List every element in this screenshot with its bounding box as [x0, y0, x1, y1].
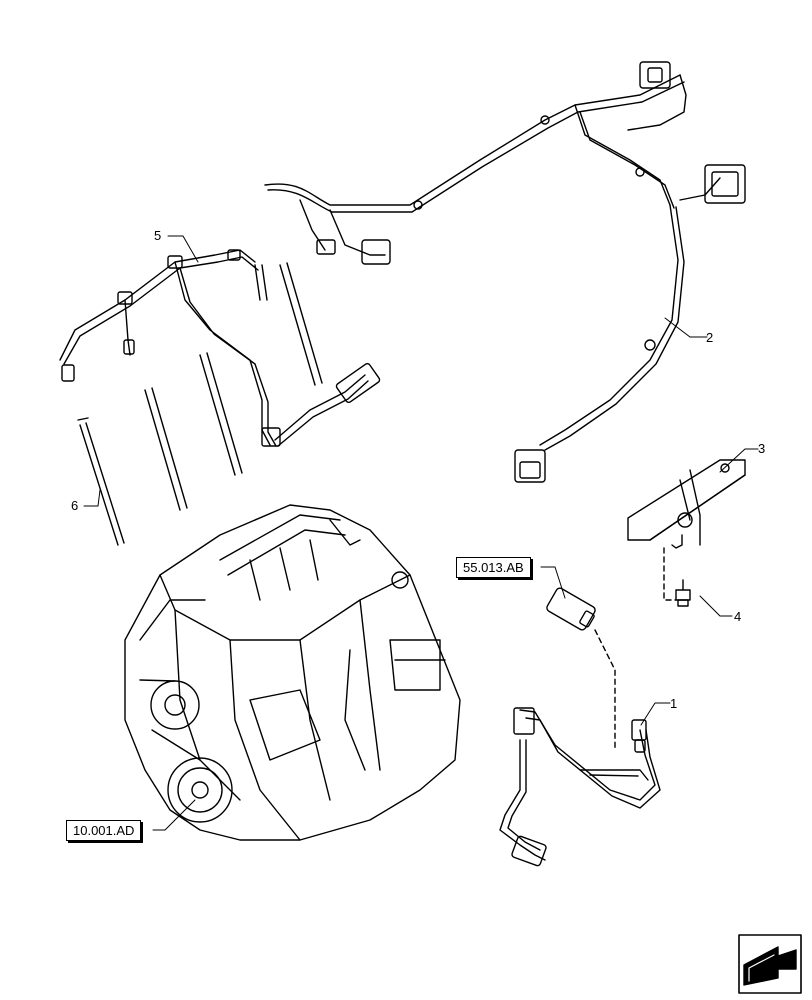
wiring-harness-main — [264, 61, 746, 483]
callout-3: 3 — [758, 441, 766, 456]
leader-lines — [83, 235, 759, 831]
bracket — [627, 459, 746, 549]
callout-4: 4 — [734, 609, 742, 624]
glow-plug-harness — [59, 249, 381, 447]
glow-plugs — [77, 262, 323, 546]
assembly-guide-lines — [594, 547, 677, 751]
engine-assembly — [124, 504, 461, 841]
reference-label-engine[interactable]: 10.001.AD — [66, 820, 142, 841]
callout-5: 5 — [154, 228, 162, 243]
callout-1: 1 — [670, 696, 678, 711]
callout-2: 2 — [706, 330, 714, 345]
callout-6: 6 — [71, 498, 79, 513]
sensor-tube-assembly — [499, 587, 661, 867]
bolt — [675, 579, 691, 607]
reference-label-sensor[interactable]: 55.013.AB — [456, 557, 531, 578]
navigation-arrow-icon — [738, 934, 802, 994]
